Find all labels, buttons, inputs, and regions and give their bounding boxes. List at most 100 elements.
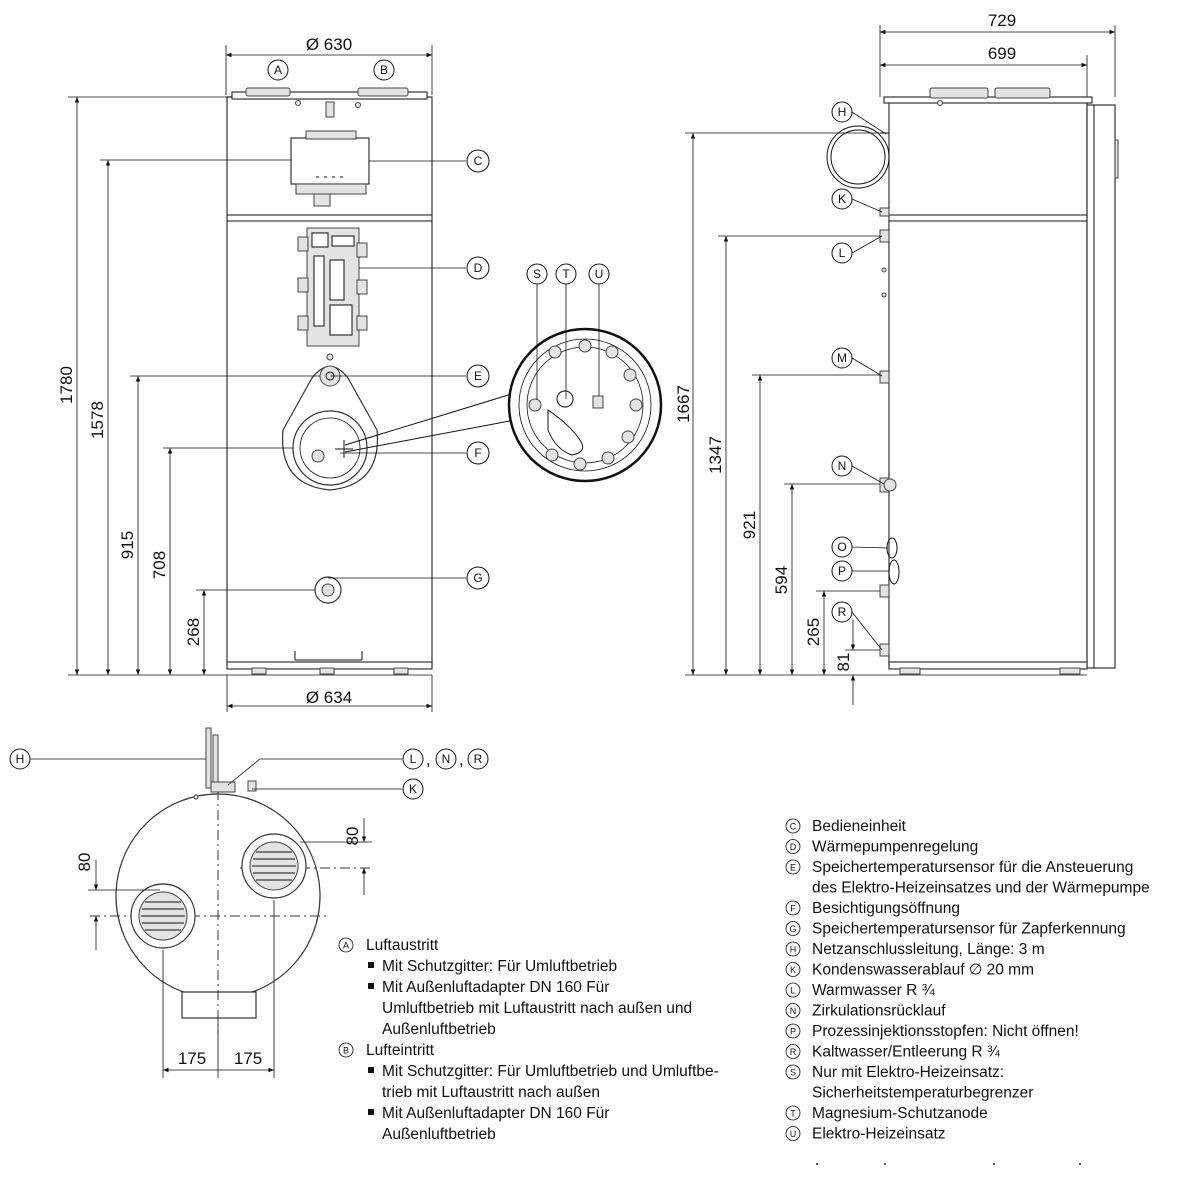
legend-part-line: Speichertemperatursensor für die Ansteue…	[812, 859, 1133, 876]
svg-text:D: D	[790, 842, 797, 852]
marker-H-side: H	[831, 101, 853, 123]
side-view: 729 699	[674, 11, 1119, 705]
svg-text:,: ,	[426, 750, 431, 769]
legend-air-line: Außenluftbetrieb	[382, 1126, 496, 1143]
side-body-depth: 699	[988, 44, 1016, 63]
legend-key-h: H	[785, 941, 801, 957]
svg-text:G: G	[473, 571, 482, 585]
svg-text:S: S	[533, 267, 541, 281]
side-total-depth: 729	[988, 11, 1016, 30]
bullet	[368, 962, 374, 968]
marker-K-top: K	[402, 778, 424, 800]
svg-text:U: U	[790, 1129, 797, 1139]
legend-key-f: F	[785, 900, 801, 916]
legend-part-line: Speichertemperatursensor für Zapferkennu…	[812, 921, 1126, 938]
marker-S: S	[526, 263, 548, 285]
side-height-81: 81	[834, 653, 853, 672]
svg-text:B: B	[380, 63, 388, 77]
legend-air-title: Lufteintritt	[366, 1042, 435, 1059]
svg-text:K: K	[409, 782, 417, 796]
legend-air-line: Außenluftbetrieb	[382, 1021, 496, 1038]
legend-part-line: Nur mit Elektro-Heizeinsatz:	[812, 1064, 1004, 1081]
bullet	[368, 1067, 374, 1073]
legend-part-line: Kaltwasser/Entleerung R ¾	[812, 1044, 1001, 1061]
legend-part-line: Warmwasser R ¾	[812, 982, 936, 999]
svg-text:R: R	[474, 752, 483, 766]
svg-text:N: N	[442, 752, 451, 766]
svg-text:D: D	[474, 261, 483, 275]
top-view: H L , N , R K 80 80 175 175	[9, 727, 489, 1078]
front-height-1780: 1780	[57, 366, 76, 404]
marker-M-side: M	[831, 347, 853, 369]
svg-text:F: F	[790, 904, 796, 914]
svg-text:K: K	[838, 192, 846, 206]
marker-A: A	[267, 59, 289, 81]
svg-text:H: H	[838, 105, 847, 119]
marker-C: C	[466, 149, 490, 173]
svg-text:P: P	[790, 1027, 796, 1037]
svg-text:N: N	[838, 459, 847, 473]
legend-part-line: Besichtigungsöffnung	[812, 900, 960, 917]
legend-key-d: D	[785, 839, 801, 854]
legend-part-line: Kondenswasserablauf ∅ 20 mm	[812, 962, 1034, 979]
legend-key-c: C	[785, 818, 801, 834]
side-height-1347: 1347	[706, 436, 725, 474]
legend-air-line: Mit Schutzgitter: Für Umluftbetrieb	[382, 958, 617, 975]
svg-text:T: T	[562, 267, 570, 281]
legend-part-line: des Elektro-Heizeinsatzes und der Wärmep…	[812, 880, 1150, 897]
marker-E: E	[466, 364, 490, 388]
bullet	[368, 983, 374, 989]
svg-text:R: R	[790, 1047, 797, 1057]
side-height-265: 265	[804, 618, 823, 646]
svg-text:M: M	[837, 351, 847, 365]
svg-text:T: T	[790, 1109, 796, 1119]
front-view: Ø 630	[57, 35, 663, 712]
svg-text:O: O	[837, 540, 846, 554]
svg-text:R: R	[838, 605, 847, 619]
svg-text:E: E	[790, 863, 796, 873]
legend-air-line: Mit Außenluftadapter DN 160 Für	[382, 1105, 609, 1122]
svg-text:B: B	[343, 1046, 349, 1056]
legend-air-line: trieb mit Luftaustritt nach außen	[382, 1084, 600, 1101]
air-outlet-grille	[130, 883, 196, 949]
front-top-diameter: Ø 630	[306, 35, 352, 54]
legend-key-e: E	[785, 859, 801, 875]
marker-R-side: R	[831, 601, 853, 623]
svg-text:H: H	[16, 752, 25, 766]
legend-key-s: S	[785, 1064, 801, 1080]
svg-text:G: G	[789, 924, 796, 934]
front-height-708: 708	[150, 551, 169, 579]
top-dim-175-right: 175	[234, 1049, 262, 1068]
front-height-dimensions: 1780 1578 915 708 268	[57, 96, 432, 676]
legend-air-line: Mit Schutzgitter: Für Umluftbetrieb und …	[382, 1063, 719, 1080]
svg-text:H: H	[790, 945, 797, 955]
marker-F: F	[466, 441, 490, 465]
marker-G: G	[466, 566, 490, 590]
marker-H-top: H	[9, 748, 31, 770]
scan-marks	[816, 1163, 1081, 1165]
svg-text:L: L	[410, 752, 417, 766]
side-height-dimensions: 1667 1347 921 594 265 81	[674, 132, 1087, 705]
marker-N-side: N	[831, 455, 853, 477]
marker-P-side: P	[831, 560, 853, 582]
legend-part-line: Magnesium-Schutzanode	[812, 1105, 988, 1122]
legend-part-e: E Speichertemperatursensor für die Ansteu…	[785, 859, 1150, 897]
legend-part-line: Sicherheitstemperaturbegrenzer	[812, 1085, 1033, 1102]
legend-key-a: A	[338, 937, 354, 953]
marker-U: U	[588, 263, 610, 285]
marker-T: T	[555, 263, 577, 285]
marker-B: B	[373, 59, 395, 81]
svg-text:F: F	[474, 446, 481, 460]
svg-text:N: N	[790, 1006, 797, 1016]
bullet	[368, 1109, 374, 1115]
top-dim-80-right: 80	[343, 827, 362, 846]
front-height-915: 915	[118, 531, 137, 559]
side-height-594: 594	[772, 566, 791, 594]
